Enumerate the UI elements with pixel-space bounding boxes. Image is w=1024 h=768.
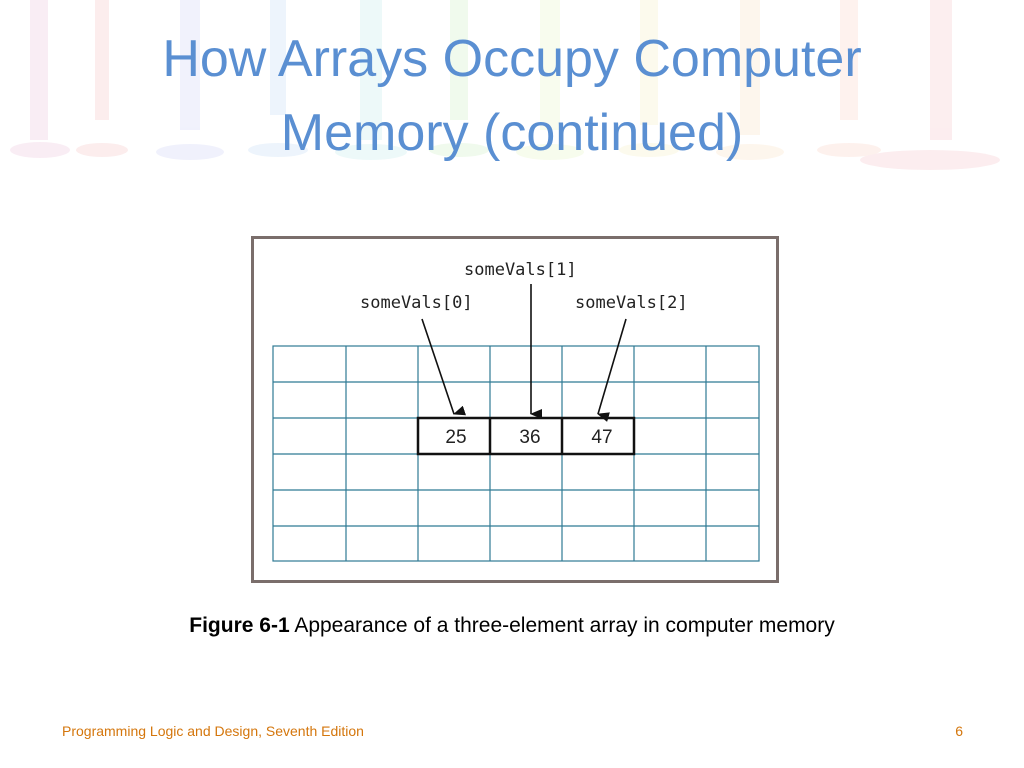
memory-diagram: 25 36 47 someVals[0] someVals[1] someVal… xyxy=(272,260,760,562)
slide-title-line-2: Memory (continued) xyxy=(280,104,744,162)
memory-grid xyxy=(272,345,760,562)
slide-title: How Arrays Occupy Computer Memory (conti… xyxy=(60,22,964,170)
array-element-value: 36 xyxy=(519,427,540,448)
array-element-value: 25 xyxy=(445,427,466,448)
footer-book-title: Programming Logic and Design, Seventh Ed… xyxy=(62,723,364,739)
footer-page-number: 6 xyxy=(955,723,963,739)
figure-frame: 25 36 47 someVals[0] someVals[1] someVal… xyxy=(251,236,779,583)
array-element-value: 47 xyxy=(591,427,612,448)
figure-caption-text: Appearance of a three-element array in c… xyxy=(294,614,835,637)
slide-title-line-1: How Arrays Occupy Computer xyxy=(162,30,862,88)
decorative-paint-background xyxy=(10,0,1000,170)
pointer-arrow xyxy=(597,318,627,422)
figure-caption: Figure 6-1 Appearance of a three-element… xyxy=(0,614,1024,638)
figure-caption-label: Figure 6-1 xyxy=(189,614,290,637)
array-element-label: someVals[1] xyxy=(464,260,577,280)
pointer-arrow xyxy=(421,318,467,416)
array-element-label: someVals[2] xyxy=(575,293,688,313)
array-element-label: someVals[0] xyxy=(360,293,473,313)
array-cells xyxy=(416,416,636,456)
